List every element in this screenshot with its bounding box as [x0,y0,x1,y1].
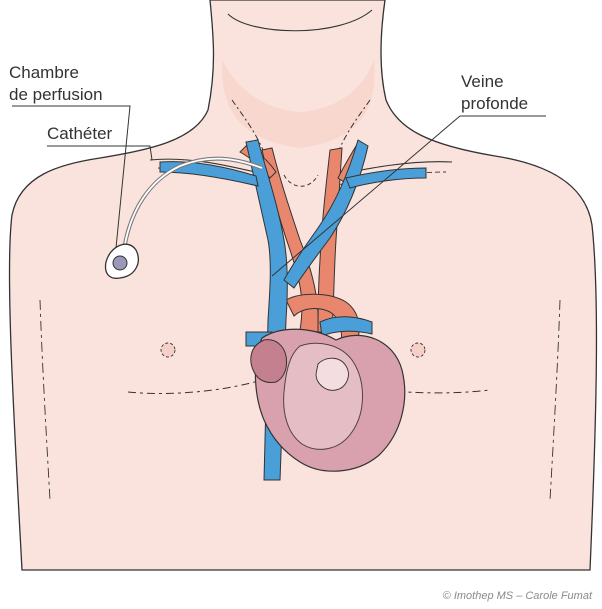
heart-valve [316,358,348,390]
heart-atrium [251,340,287,383]
label-veine-line2: profonde [461,94,528,114]
nipple-left [161,343,175,357]
label-chambre-line2: de perfusion [9,85,103,105]
nipple-right [411,343,425,357]
credit-text: © Imothep MS – Carole Fumat [443,590,592,602]
label-catheter: Cathéter [47,124,112,144]
port-septum [113,256,127,270]
label-chambre-line1: Chambre [9,63,79,83]
heart-inner [284,343,363,449]
label-veine-line1: Veine [461,72,504,92]
